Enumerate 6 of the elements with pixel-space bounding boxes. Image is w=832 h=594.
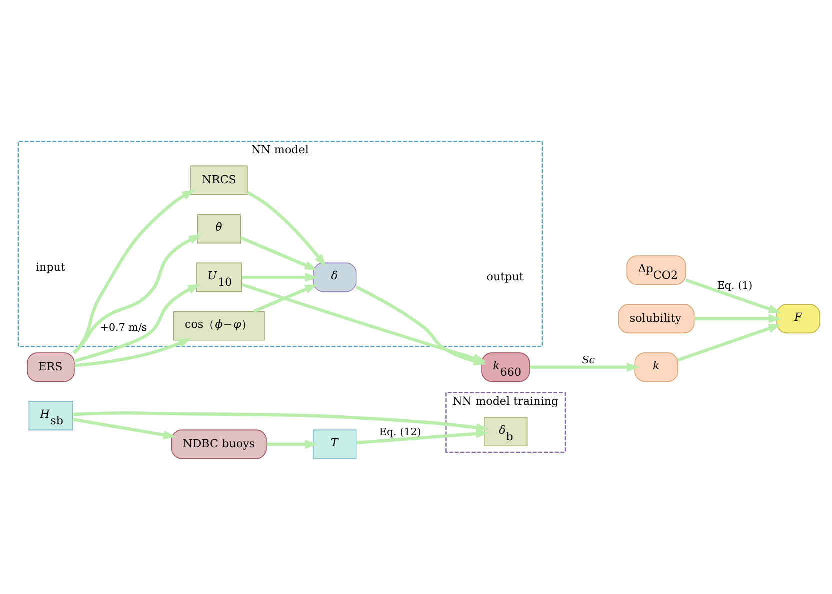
edge-label: Sc (582, 354, 596, 367)
edge-label: Eq. (1) (717, 280, 753, 292)
label: output (486, 270, 524, 284)
edge-label: Eq. (12) (379, 426, 422, 438)
edge-label: +0.7 m/s (100, 322, 148, 334)
label: input (36, 260, 66, 274)
